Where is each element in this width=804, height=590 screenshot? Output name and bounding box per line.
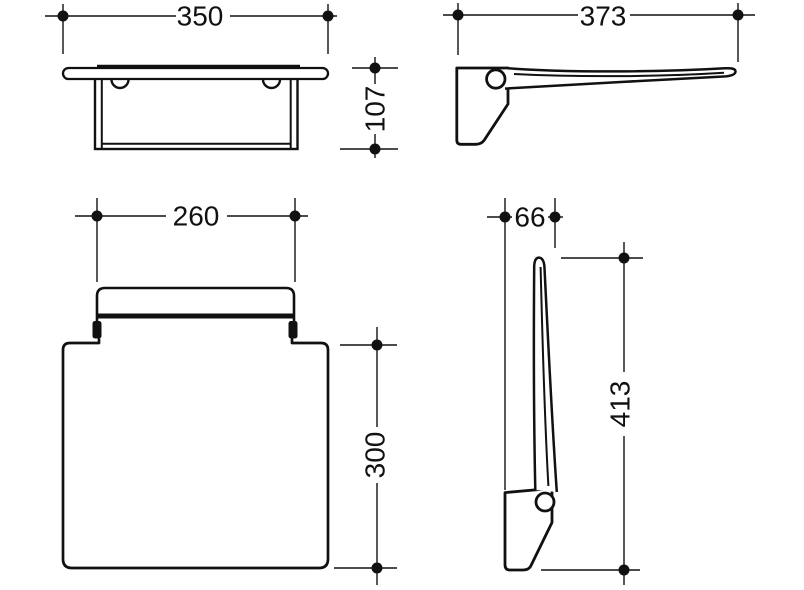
hinge-pin bbox=[534, 491, 556, 513]
dim-marker bbox=[289, 210, 301, 222]
dim-350: 350 bbox=[45, 1, 337, 54]
seat-surface-edge bbox=[539, 266, 550, 487]
seat-profile bbox=[504, 66, 737, 90]
dim-marker bbox=[452, 9, 464, 21]
hinge-tab bbox=[92, 321, 102, 339]
hinge-knuckle bbox=[261, 79, 282, 90]
dim-label-66: 66 bbox=[514, 202, 545, 233]
dim-marker bbox=[732, 9, 744, 21]
dim-label-107: 107 bbox=[360, 86, 391, 133]
dim-marker bbox=[618, 252, 630, 264]
dim-marker bbox=[371, 339, 383, 351]
dim-marker bbox=[57, 10, 69, 22]
dim-107: 107 bbox=[340, 57, 398, 158]
dim-marker bbox=[549, 211, 561, 223]
side-view-folded-down: 373 bbox=[443, 1, 755, 146]
seat-surface-edge bbox=[513, 71, 725, 78]
dim-marker bbox=[499, 211, 511, 223]
dim-marker bbox=[91, 210, 103, 222]
dim-marker bbox=[618, 564, 630, 576]
side-view-folded-up: 66 413 bbox=[487, 198, 643, 585]
dim-label-260: 260 bbox=[173, 201, 220, 232]
dim-label-413: 413 bbox=[605, 381, 636, 428]
hinge-pin bbox=[485, 68, 507, 90]
dim-marker bbox=[369, 143, 381, 155]
seat-plate-top bbox=[93, 76, 299, 151]
dim-260: 260 bbox=[75, 198, 308, 282]
top-view: 350 107 bbox=[45, 1, 398, 158]
dim-413: 413 bbox=[541, 242, 643, 585]
dim-marker bbox=[322, 10, 334, 22]
dim-label-350: 350 bbox=[177, 1, 224, 32]
dim-label-373: 373 bbox=[580, 1, 627, 32]
wall-rail bbox=[95, 286, 296, 338]
seat-profile-folded bbox=[532, 256, 559, 493]
dim-373: 373 bbox=[443, 1, 755, 62]
dim-300: 300 bbox=[334, 327, 397, 585]
wall-rail bbox=[61, 66, 330, 81]
seat-plate-front bbox=[61, 338, 330, 570]
hinge-tab bbox=[288, 321, 298, 339]
front-view: 260 300 bbox=[61, 198, 397, 585]
hinge-knuckle bbox=[110, 79, 130, 90]
dim-66: 66 bbox=[487, 198, 563, 490]
dim-label-300: 300 bbox=[360, 432, 391, 479]
dim-marker bbox=[369, 62, 381, 74]
dim-marker bbox=[371, 562, 383, 574]
